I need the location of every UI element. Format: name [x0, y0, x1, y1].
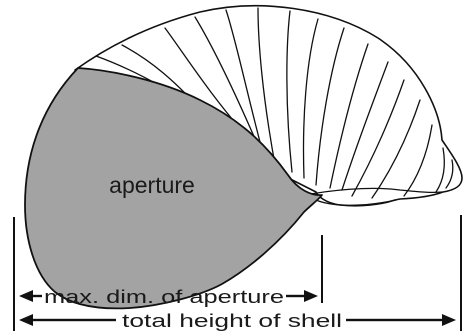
arrowhead-right — [442, 314, 456, 326]
max-dim-label: max. dim. of aperture — [44, 287, 284, 307]
arrow-shaft-right — [346, 319, 446, 321]
arrowhead-left — [19, 290, 33, 302]
arrowhead-right — [304, 290, 318, 302]
arrow-shaft-left — [32, 295, 42, 297]
total-height-label: total height of shell — [122, 311, 342, 331]
aperture-label: aperture — [109, 172, 195, 198]
arrow-shaft-left — [32, 319, 116, 321]
arrowhead-left — [19, 314, 33, 326]
